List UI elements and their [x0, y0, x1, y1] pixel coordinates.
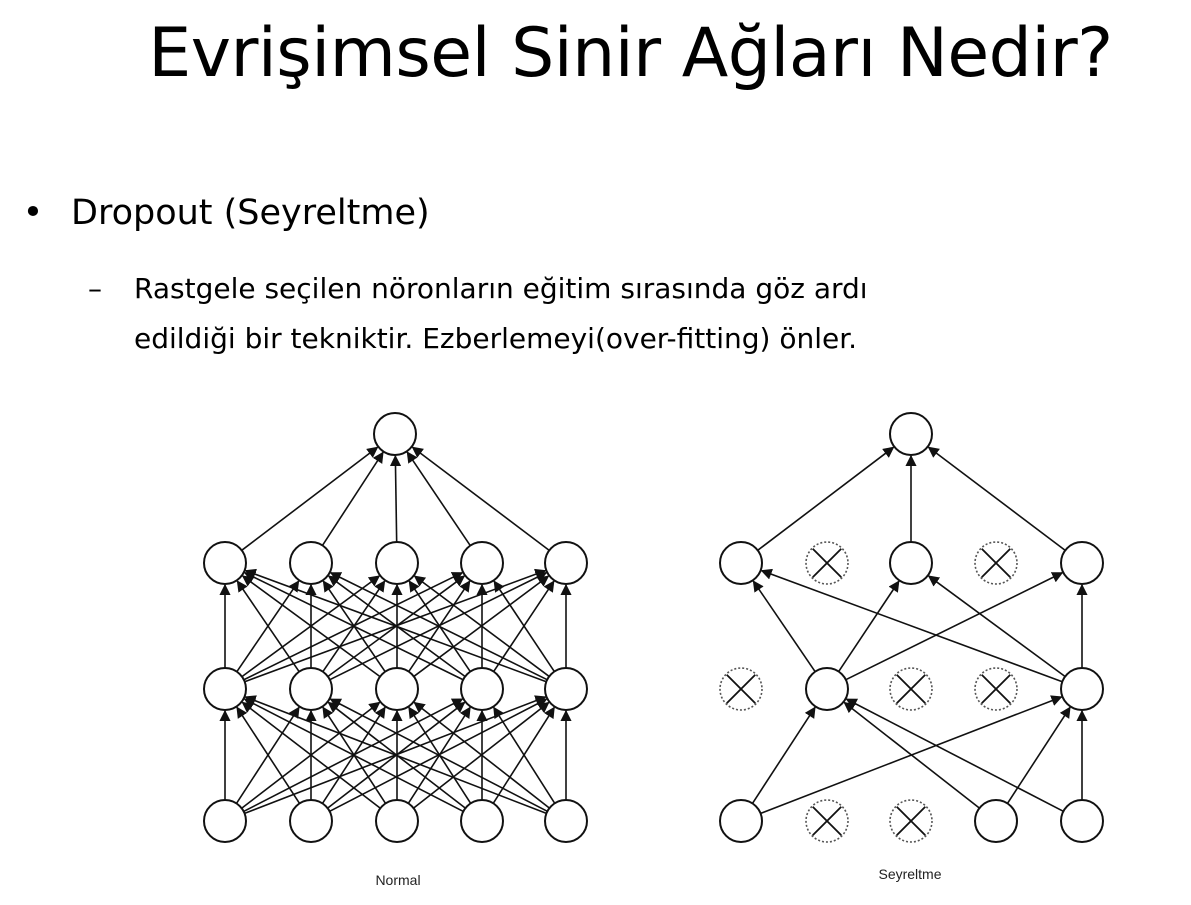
normal-caption: Normal	[375, 872, 420, 888]
sub-bullet-line-1: Rastgele seçilen nöronların eğitim sıras…	[134, 272, 868, 305]
connection-arrow	[243, 698, 464, 813]
hidden-neuron	[203, 667, 247, 711]
cross-mark-icon	[812, 548, 842, 578]
input-neuron	[203, 799, 247, 843]
connection-arrow	[493, 580, 556, 672]
dropped-hidden-neuron	[974, 541, 1018, 585]
slide-title: Evrişimsel Sinir Ağları Nedir?	[148, 14, 1113, 93]
hidden-neuron	[460, 541, 504, 585]
connection-arrow	[752, 580, 816, 673]
connection-arrow	[243, 571, 464, 681]
dropout-network-diagram	[719, 412, 1104, 843]
connection-arrow	[927, 575, 1066, 678]
input-neuron	[1060, 799, 1104, 843]
connection-arrow	[927, 446, 1066, 551]
connection-arrow	[241, 575, 381, 678]
hidden-neuron	[719, 541, 763, 585]
input-neuron	[544, 799, 588, 843]
connection-arrow	[244, 695, 547, 815]
connection-arrow	[389, 454, 402, 543]
connection-arrow	[845, 572, 1064, 681]
cross-mark-icon	[981, 548, 1011, 578]
connection-arrow	[760, 568, 1063, 683]
connection-arrow	[241, 701, 381, 809]
dropped-hidden-neuron	[719, 667, 763, 711]
hidden-neuron	[375, 541, 419, 585]
connection-arrow	[1006, 706, 1071, 804]
hidden-neuron	[289, 667, 333, 711]
connection-arrow	[751, 706, 816, 804]
bullet-text: Dropout (Seyreltme)	[71, 193, 430, 233]
hidden-neuron	[544, 541, 588, 585]
cross-mark-icon	[812, 806, 842, 836]
connection-arrow	[406, 451, 471, 547]
hidden-neuron	[1060, 541, 1104, 585]
hidden-neuron	[289, 541, 333, 585]
connection-arrow	[837, 580, 900, 672]
connection-arrow	[321, 451, 384, 546]
connection-arrow	[845, 698, 1064, 813]
connection-arrow	[241, 446, 379, 551]
hidden-neuron	[375, 667, 419, 711]
normal-network-diagram	[203, 412, 588, 843]
connection-arrow	[757, 446, 895, 551]
connection-arrow	[493, 706, 556, 804]
cross-mark-icon	[981, 674, 1011, 704]
sub-bullet-line-2: edildiği bir tekniktir. Ezberlemeyi(over…	[134, 322, 858, 355]
input-neuron	[719, 799, 763, 843]
cross-mark-icon	[726, 674, 756, 704]
input-neuron	[974, 799, 1018, 843]
connection-arrow	[843, 701, 980, 809]
output-neuron	[889, 412, 933, 456]
input-neuron	[460, 799, 504, 843]
hidden-neuron	[889, 541, 933, 585]
hidden-neuron	[544, 667, 588, 711]
dropped-hidden-neuron	[889, 667, 933, 711]
output-neuron	[373, 412, 417, 456]
bullet-marker: •	[22, 193, 44, 233]
input-neuron	[375, 799, 419, 843]
hidden-neuron	[203, 541, 247, 585]
sub-bullet-text: Rastgele seçilen nöronların eğitim sıras…	[134, 264, 1174, 364]
dropped-hidden-neuron	[805, 541, 849, 585]
cross-mark-icon	[896, 806, 926, 836]
connection-arrow	[411, 446, 550, 551]
connection-arrow	[413, 701, 550, 809]
connection-arrow	[329, 572, 548, 681]
connection-arrow	[413, 575, 550, 678]
connection-arrow	[236, 580, 300, 673]
input-neuron	[289, 799, 333, 843]
sub-bullet-marker: –	[88, 272, 102, 305]
hidden-neuron	[1060, 667, 1104, 711]
hidden-neuron	[460, 667, 504, 711]
connection-arrow	[329, 698, 548, 813]
hidden-neuron	[805, 667, 849, 711]
connection-arrow	[236, 706, 301, 804]
dropout-caption: Seyreltme	[878, 866, 941, 882]
dropped-input-neuron	[889, 799, 933, 843]
dropped-hidden-neuron	[974, 667, 1018, 711]
dropped-input-neuron	[805, 799, 849, 843]
connection-arrow	[244, 568, 547, 683]
cross-mark-icon	[896, 674, 926, 704]
